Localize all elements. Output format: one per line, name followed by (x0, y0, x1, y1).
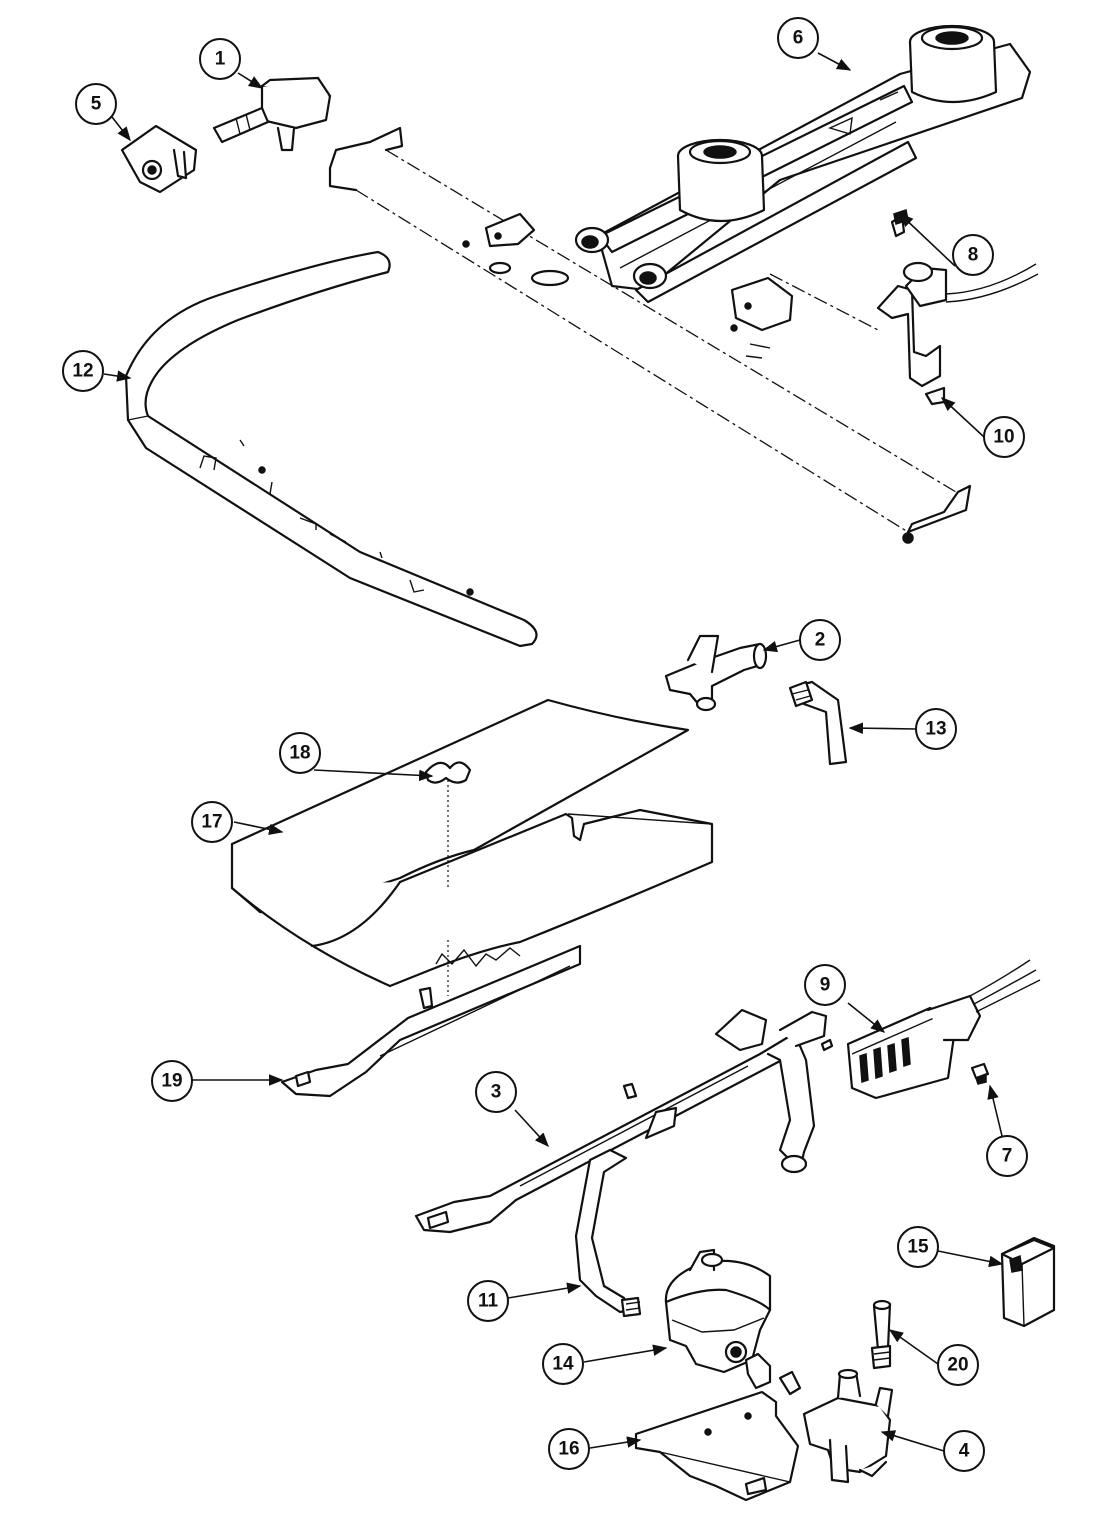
part-14-regulator (664, 1248, 802, 1396)
callout-6-label: 6 (793, 28, 804, 49)
callout-8-label: 8 (968, 245, 979, 266)
part-20-nipple (870, 1299, 892, 1370)
callout-3: 3 (475, 1071, 517, 1113)
part-18-clip (424, 761, 472, 784)
callout-3-label: 3 (491, 1082, 502, 1103)
callout-17: 17 (191, 801, 233, 843)
part-11-supply-tube (574, 1148, 642, 1318)
part-6-top-burners (574, 24, 1032, 304)
callout-20: 20 (937, 1344, 979, 1386)
callout-15: 15 (897, 1226, 939, 1268)
part-1-valve (212, 76, 332, 152)
callout-13-label: 13 (925, 719, 946, 740)
part-17-shield (230, 698, 714, 996)
callout-12: 12 (62, 350, 104, 392)
callout-19-label: 19 (161, 1071, 182, 1092)
callout-5: 5 (75, 83, 117, 125)
callout-10: 10 (983, 416, 1025, 458)
part-2-elbow (664, 634, 768, 712)
callout-20-label: 20 (947, 1355, 968, 1376)
part-4-valve (802, 1368, 894, 1484)
leader-lines (103, 52, 1004, 1452)
part-12-oven-burner-tube (124, 250, 538, 648)
callout-7-label: 7 (1002, 1146, 1013, 1167)
callout-11-label: 11 (478, 1291, 499, 1312)
callout-19: 19 (151, 1060, 193, 1102)
callout-6: 6 (777, 17, 819, 59)
callout-16-label: 16 (558, 1439, 579, 1460)
callout-18-label: 18 (289, 743, 310, 764)
callout-18: 18 (279, 732, 321, 774)
part-3-lower-tube (414, 1008, 834, 1234)
callout-8: 8 (952, 234, 994, 276)
part-16-plate (634, 1390, 800, 1502)
callout-4: 4 (943, 1430, 985, 1472)
callout-9-label: 9 (820, 975, 831, 996)
callout-7: 7 (986, 1135, 1028, 1177)
part-19-support (280, 944, 582, 1098)
callout-1-label: 1 (215, 49, 226, 70)
callout-9: 9 (804, 964, 846, 1006)
callout-4-label: 4 (959, 1441, 970, 1462)
callout-14-label: 14 (552, 1354, 574, 1375)
callout-11: 11 (467, 1280, 509, 1322)
callout-12-label: 12 (72, 361, 93, 382)
callout-10-label: 10 (993, 427, 1014, 448)
callout-2-label: 2 (815, 630, 826, 651)
callout-17-label: 17 (201, 812, 222, 833)
part-7-screw (970, 1062, 990, 1085)
part-13-tube (788, 680, 848, 766)
callout-5-label: 5 (91, 94, 102, 115)
callout-15-label: 15 (907, 1237, 929, 1258)
manifold-rail (328, 126, 972, 544)
callout-14: 14 (542, 1343, 584, 1385)
callout-16: 16 (548, 1428, 590, 1470)
part-5-bracket (120, 124, 198, 194)
part-8-10-igniter-bracket (876, 209, 1039, 406)
callout-13: 13 (915, 708, 957, 750)
part-9-igniter (846, 959, 1041, 1100)
part-15-block (1000, 1236, 1056, 1328)
callout-2: 2 (799, 619, 841, 661)
callout-1: 1 (199, 38, 241, 80)
